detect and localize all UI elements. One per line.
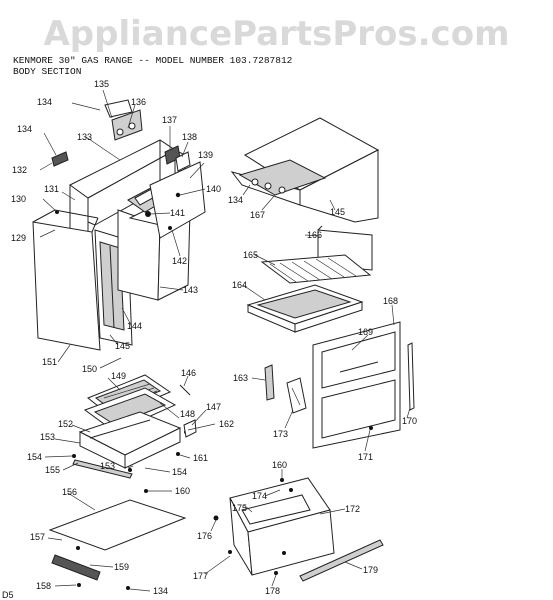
part-label-148: 148 [180, 409, 196, 419]
broiler-grid-148 [83, 387, 177, 433]
part-label-167: 167 [250, 210, 266, 220]
drawer-rail-179 [299, 539, 384, 582]
part-label-166: 166 [307, 230, 323, 240]
part-label-152: 152 [58, 419, 74, 429]
corner-label: D5 [2, 590, 14, 600]
part-label-159: 159 [114, 562, 130, 572]
brackets-137-138 [164, 145, 191, 172]
rail-155 [72, 454, 133, 479]
part-label-165: 165 [243, 250, 259, 260]
part-label-179: 179 [363, 565, 379, 575]
part-label-144: 144 [127, 321, 143, 331]
part-label-157: 157 [30, 532, 46, 542]
part-label-145a: 145 [115, 341, 131, 351]
part-label-134c: 134 [153, 586, 169, 596]
part-label-178: 178 [265, 586, 281, 596]
drawer-front-172 [213, 477, 335, 576]
insulation-139 [145, 161, 206, 239]
part-label-134b: 134 [17, 124, 33, 134]
part-label-155: 155 [45, 465, 61, 475]
part-label-142: 142 [172, 256, 188, 266]
part-label-162: 162 [219, 419, 235, 429]
part-label-143: 143 [183, 285, 199, 295]
part-label-147: 147 [206, 402, 222, 412]
door-hinge-173 [286, 377, 307, 414]
part-label-151: 151 [42, 357, 58, 367]
oven-door-168 [312, 321, 401, 449]
part-label-135: 135 [94, 79, 110, 89]
watermark: AppliancePartsPros.com [43, 14, 510, 54]
header-section: BODY SECTION [13, 66, 82, 77]
door-hinge-170 [407, 342, 415, 411]
part-label-136: 136 [131, 97, 147, 107]
part-label-141: 141 [170, 208, 186, 218]
part-label-150: 150 [82, 364, 98, 374]
leader-lines [39, 89, 411, 592]
broiler-drawer-152 [78, 411, 188, 469]
part-label-174: 174 [252, 491, 268, 501]
part-label-177: 177 [193, 571, 209, 581]
part-label-170: 170 [402, 416, 418, 426]
part-label-160a: 160 [175, 486, 191, 496]
part-label-130: 130 [11, 194, 27, 204]
screw-171 [369, 426, 373, 430]
part-label-161: 161 [193, 453, 209, 463]
part-label-129: 129 [11, 233, 27, 243]
part-label-137: 137 [162, 115, 178, 125]
part-label-131: 131 [44, 184, 60, 194]
part-label-169: 169 [358, 327, 374, 337]
part-label-134a: 134 [37, 97, 53, 107]
part-label-156: 156 [62, 487, 78, 497]
header-line1: KENMORE 30" GAS RANGE -- MODEL NUMBER [13, 55, 224, 66]
header-title: KENMORE 30" GAS RANGE -- MODEL NUMBER 10… [13, 55, 292, 66]
kick-rail-159 [51, 546, 130, 590]
part-label-168: 168 [383, 296, 399, 306]
part-label-176: 176 [197, 531, 213, 541]
part-label-140: 140 [206, 184, 222, 194]
part-label-153a: 153 [40, 432, 56, 442]
part-label-146: 146 [181, 368, 197, 378]
oven-rack-165 [260, 254, 372, 284]
part-label-133: 133 [77, 132, 93, 142]
oven-bottom-164 [246, 284, 364, 333]
part-label-175: 175 [232, 503, 248, 513]
range-body-frame [51, 99, 186, 310]
part-label-154b: 154 [172, 467, 188, 477]
part-label-154a: 154 [27, 452, 43, 462]
part-label-153b: 153 [100, 461, 116, 471]
part-label-132: 132 [12, 165, 28, 175]
part-label-164: 164 [232, 280, 248, 290]
part-label-134d: 134 [228, 195, 244, 205]
side-panel-151 [32, 209, 101, 351]
bottom-panel-156 [48, 489, 187, 551]
part-label-163: 163 [233, 373, 249, 383]
model-number: 103.7287812 [229, 55, 293, 66]
part-label-172: 172 [345, 504, 361, 514]
cooktop-145 [230, 117, 380, 223]
part-label-160b: 160 [272, 460, 288, 470]
part-label-149: 149 [111, 371, 127, 381]
part-label-145b: 145 [330, 207, 346, 217]
part-label-139: 139 [198, 150, 214, 160]
part-label-173: 173 [273, 429, 289, 439]
part-label-158: 158 [36, 581, 52, 591]
part-label-138: 138 [182, 132, 198, 142]
part-label-171: 171 [358, 452, 374, 462]
door-part-163 [264, 364, 275, 401]
